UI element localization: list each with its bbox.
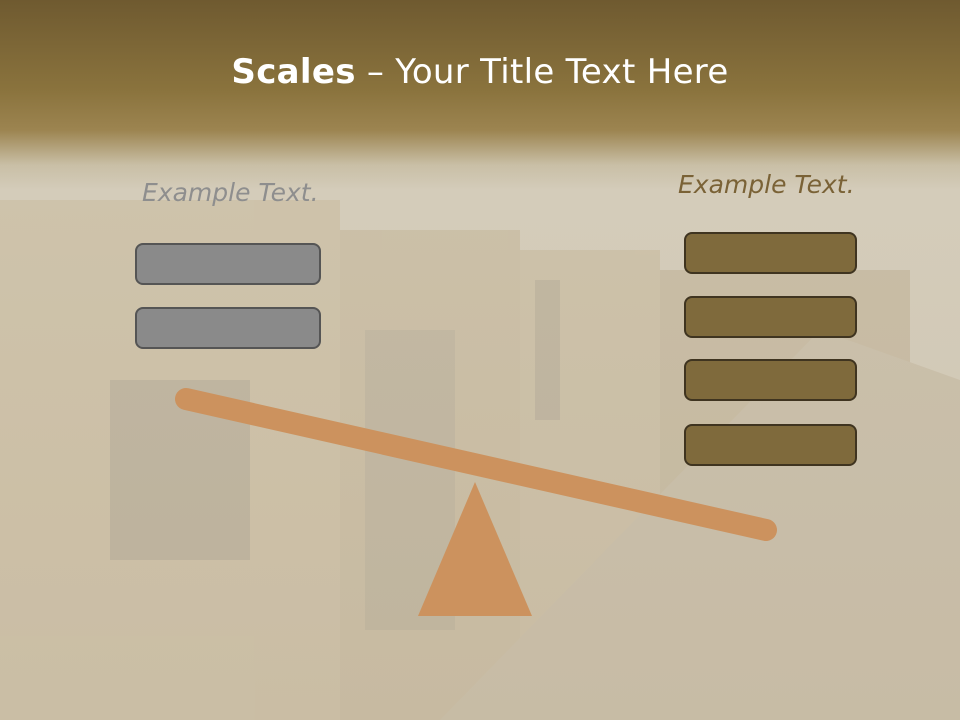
left-label: Example Text. (142, 178, 319, 207)
right-box-3 (684, 359, 857, 401)
left-box-1 (135, 243, 321, 285)
title-bold: Scales (231, 52, 356, 92)
left-box-2 (135, 307, 321, 349)
slide-title: Scales – Your Title Text Here (0, 52, 960, 92)
right-label: Example Text. (678, 170, 855, 199)
scale-fulcrum (418, 482, 532, 616)
scale-beam (175, 388, 777, 541)
right-box-2 (684, 296, 857, 338)
right-box-4 (684, 424, 857, 466)
right-box-1 (684, 232, 857, 274)
title-rest: – Your Title Text Here (355, 52, 729, 92)
